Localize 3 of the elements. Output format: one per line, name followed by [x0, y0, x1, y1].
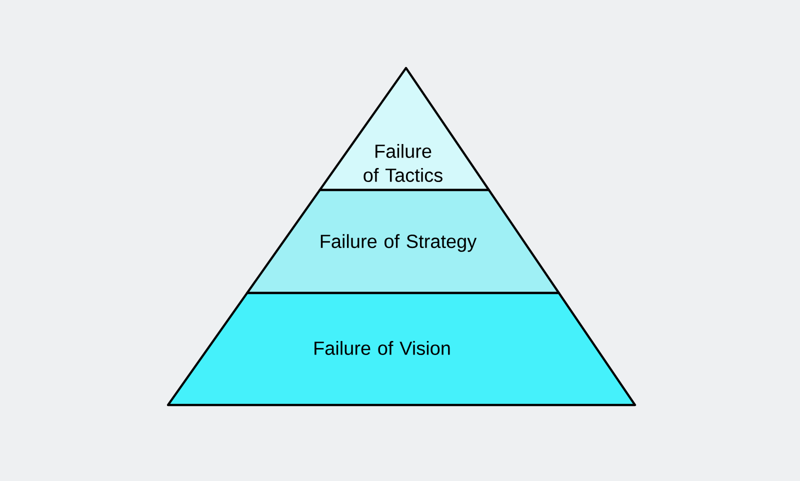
pyramid-tier: Failure of Tactics	[318, 66, 490, 192]
pyramid-tier: Failure of Strategy	[246, 188, 560, 294]
pyramid-tier: Failure of Vision	[166, 292, 636, 406]
